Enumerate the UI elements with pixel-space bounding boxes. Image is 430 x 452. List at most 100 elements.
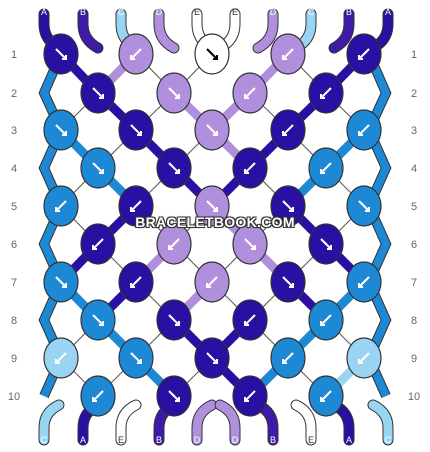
knot-arrowhead-icon [289, 283, 294, 288]
knot-arrowhead-icon [320, 169, 325, 174]
knot-arrowhead-icon [175, 94, 180, 99]
row-number-left: 5 [11, 201, 17, 213]
row-number-right: 10 [408, 391, 420, 403]
knot-arrowhead-icon [130, 55, 135, 60]
knot-arrow-icon [206, 124, 218, 136]
knot-arrowhead-icon [137, 131, 142, 136]
knot-arrowhead-icon [130, 207, 135, 212]
row-number-left: 4 [11, 163, 17, 175]
knot-arrow-icon [130, 124, 142, 136]
knot-arrowhead-icon [99, 94, 104, 99]
knot-arrowhead-icon [244, 397, 249, 402]
knot-arrowhead-icon [55, 207, 60, 212]
knot-arrowhead-icon [320, 94, 325, 99]
knot-arrow-icon [282, 124, 294, 136]
knot-arrowhead-icon [320, 321, 325, 326]
strand-bottom [215, 400, 240, 445]
strand-label-bottom: A [346, 435, 352, 445]
row-number-right: 9 [411, 353, 417, 365]
row-number-left: 2 [11, 88, 17, 100]
knot-arrowhead-icon [358, 283, 363, 288]
knot-arrow-icon [206, 276, 218, 288]
knot-arrowhead-icon [62, 131, 67, 136]
knot-arrow-icon [55, 200, 67, 212]
row-number-left: 8 [11, 315, 17, 327]
knot-arrowhead-icon [358, 359, 363, 364]
knot-arrow-icon [130, 48, 142, 60]
knot-arrow-icon [168, 238, 180, 250]
knot-arrowhead-icon [282, 55, 287, 60]
knot-arrow-icon [168, 162, 180, 174]
knot-arrow-icon [92, 87, 104, 99]
edge-strand [364, 52, 391, 398]
strand-label-bottom: B [156, 435, 162, 445]
row-number-right: 5 [411, 201, 417, 213]
strand-label-bottom: E [308, 435, 314, 445]
strand-label-bottom: E [118, 435, 124, 445]
row-number-right: 7 [411, 277, 417, 289]
knot-arrow-icon [55, 124, 67, 136]
knot-arrow-icon [55, 48, 67, 60]
knot-arrowhead-icon [175, 397, 180, 402]
strand-label-bottom: C [385, 435, 392, 445]
strand-label-bottom: D [194, 435, 201, 445]
knot-arrowhead-icon [92, 397, 97, 402]
knot-arrowhead-icon [327, 245, 332, 250]
strand-top [78, 9, 103, 53]
knot-arrowhead-icon [282, 359, 287, 364]
row-number-left: 3 [11, 125, 17, 137]
edge-strand [39, 52, 66, 398]
knot-arrowhead-icon [213, 359, 218, 364]
knot-arrow-icon [55, 276, 67, 288]
knot-arrowhead-icon [365, 207, 370, 212]
strand-label-top: C [308, 7, 315, 17]
knot-arrowhead-icon [244, 94, 249, 99]
strand-label-top: D [156, 7, 163, 17]
strand-label-bottom: B [270, 435, 276, 445]
knot-arrowhead-icon [130, 283, 135, 288]
strand-label-bottom: A [80, 435, 86, 445]
knot-arrow-icon [130, 352, 142, 364]
knot-arrowhead-icon [62, 283, 67, 288]
row-number-right: 2 [411, 88, 417, 100]
knot-arrow-icon [206, 352, 218, 364]
knot-layer [43, 33, 382, 417]
strand-top [253, 9, 278, 53]
knot-arrow-icon [320, 238, 332, 250]
knot-arrow-icon [282, 48, 294, 60]
strand-bottom [116, 400, 141, 445]
knot-arrow-icon [244, 390, 256, 402]
row-number-left: 9 [11, 353, 17, 365]
knot-arrowhead-icon [244, 321, 249, 326]
watermark: BRACELETBOOK.COM [135, 214, 295, 230]
strand-bottom [39, 400, 64, 445]
knot-arrow-icon [92, 390, 104, 402]
knot-arrow-icon [130, 276, 142, 288]
knot-arrowhead-icon [358, 131, 363, 136]
strand-bottom [368, 400, 393, 445]
row-number-right: 3 [411, 125, 417, 137]
knot-arrow-icon [320, 314, 332, 326]
knot-arrowhead-icon [99, 169, 104, 174]
strand-label-top: D [270, 7, 277, 17]
knot-arrow-icon [168, 87, 180, 99]
knot-arrowhead-icon [137, 359, 142, 364]
strand-label-bottom: D [232, 435, 239, 445]
knot-arrowhead-icon [251, 245, 256, 250]
knot-arrow-icon [358, 48, 370, 60]
row-number-right: 6 [411, 239, 417, 251]
knot-arrow-icon [358, 352, 370, 364]
knot-arrowhead-icon [206, 283, 211, 288]
knot-arrowhead-icon [289, 207, 294, 212]
knot-arrow-icon [168, 314, 180, 326]
knot-arrow-icon [244, 87, 256, 99]
strand-label-top: B [346, 7, 352, 17]
strand-top [154, 9, 179, 53]
knot-arrow-icon [55, 352, 67, 364]
knot-arrow-icon [244, 238, 256, 250]
row-number-right: 8 [411, 315, 417, 327]
knot-arrow-icon [320, 87, 332, 99]
knot-arrowhead-icon [213, 55, 218, 60]
